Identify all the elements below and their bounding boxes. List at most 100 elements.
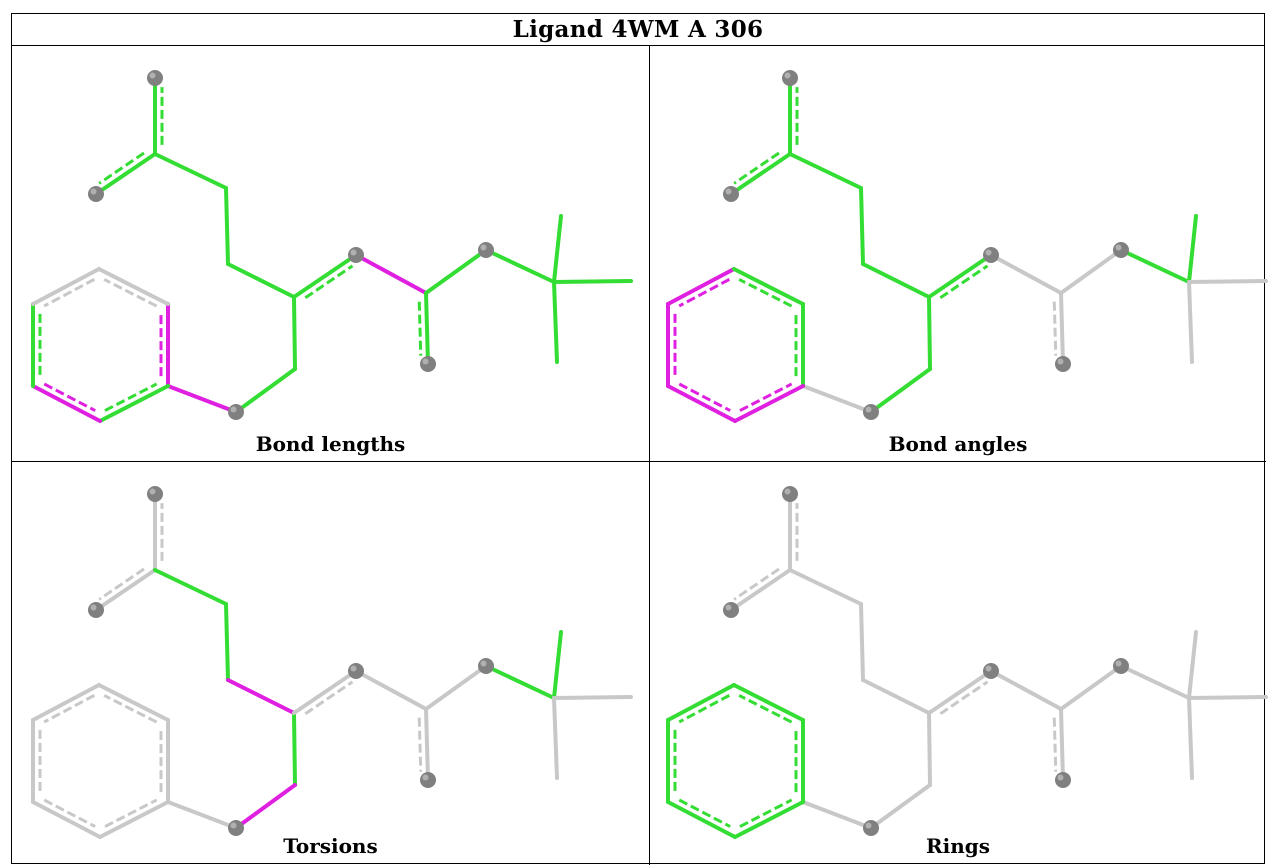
bond-c3-c4	[861, 262, 931, 299]
bond-c1-o1	[729, 568, 792, 612]
panel-torsions: Torsions	[12, 462, 649, 865]
bond-c4-n1	[927, 669, 993, 715]
bond-c11-c6	[733, 384, 805, 423]
bond-c10-c11	[666, 384, 737, 423]
atom-o2	[228, 404, 244, 420]
bond-c13-o4	[484, 664, 556, 700]
panel-caption-rings: Rings	[925, 834, 990, 858]
bond-secondary-c1-o1	[733, 151, 780, 185]
bond-c13-c14	[552, 214, 563, 284]
atom-n1	[983, 663, 999, 679]
bond-o2-c5	[869, 783, 932, 830]
bond-c3-c4	[226, 262, 296, 299]
atom-n1	[348, 663, 364, 679]
bond-c1-c2	[153, 568, 228, 606]
bond-c13-c15	[552, 695, 633, 700]
bond-c13-o4	[1119, 248, 1191, 284]
bond-c11-c6	[98, 384, 170, 423]
title-row: Ligand 4WM A 306	[12, 14, 1264, 46]
bond-secondary-c12-o3	[1052, 301, 1058, 356]
page-title: Ligand 4WM A 306	[512, 16, 764, 43]
bond-c13-c14	[1187, 630, 1198, 700]
bond-secondary-c11-c6	[104, 382, 158, 412]
bond-secondary-c1-o1	[733, 567, 780, 601]
panel-bond-lengths: Bond lengths	[12, 46, 649, 461]
atom-highlight-m1	[784, 72, 791, 79]
bond-c3-c4	[226, 678, 296, 715]
bond-c4-n1	[292, 669, 358, 715]
bond-secondary-c11-c6	[104, 798, 158, 828]
bond-secondary-c8-c9	[43, 278, 96, 308]
bond-c1-c2	[153, 152, 228, 190]
bond-secondary-c1-o1	[98, 567, 145, 601]
atom-o1	[723, 602, 739, 618]
bond-c1-c2	[788, 152, 863, 190]
bond-c4-n1	[927, 253, 993, 299]
atom-n1	[348, 247, 364, 263]
bond-c1-c2	[788, 568, 863, 606]
bond-c13-o4	[1119, 664, 1191, 700]
bond-c12-o3	[1059, 291, 1065, 366]
bond-c12-o3	[424, 707, 430, 782]
atom-highlight-o3	[1057, 774, 1064, 781]
bond-o2-c5	[234, 783, 297, 830]
atom-o4	[478, 242, 494, 258]
atom-o3	[420, 356, 436, 372]
atom-highlight-o3	[422, 358, 429, 365]
atom-highlight-o1	[90, 188, 97, 195]
atom-o4	[1113, 658, 1129, 674]
bond-secondary-c8-c9	[678, 278, 731, 308]
bond-secondary-c4-n1	[304, 680, 354, 715]
bond-c4-n1	[292, 253, 358, 299]
bond-c11-c6	[733, 800, 805, 839]
atom-highlight-m1	[784, 488, 791, 495]
report-frame: Ligand 4WM A 306 Bond lengths Bond angle…	[11, 13, 1268, 865]
bond-secondary-c4-n1	[939, 264, 989, 299]
atom-o1	[88, 602, 104, 618]
bond-secondary-c7-c8	[738, 278, 793, 308]
bond-secondary-c1-o1	[98, 151, 145, 185]
panel-rings: Rings	[650, 462, 1268, 865]
bond-c7-c8	[732, 683, 805, 722]
panel-bond-angles: Bond angles	[650, 46, 1268, 461]
atom-o4	[478, 658, 494, 674]
atom-o1	[723, 186, 739, 202]
atom-highlight-o3	[422, 774, 429, 781]
bond-c8-c9	[666, 267, 736, 306]
atom-highlight-o1	[725, 604, 732, 611]
bond-n1-c12	[989, 669, 1063, 711]
bond-c10-c11	[31, 384, 102, 423]
bond-c7-c8	[732, 267, 805, 306]
bond-secondary-c11-c6	[739, 798, 793, 828]
bond-c8-c9	[31, 683, 101, 722]
atom-highlight-o2	[865, 406, 872, 413]
molecule-diagram-bond-lengths	[31, 70, 633, 423]
atom-o3	[1055, 356, 1071, 372]
bond-c4-c5	[292, 711, 297, 787]
bond-c11-c6	[98, 800, 170, 839]
atom-highlight-n1	[350, 665, 357, 672]
bond-c1-o1	[729, 152, 792, 196]
bond-c10-c11	[666, 800, 737, 839]
bond-c13-c15	[1187, 695, 1268, 700]
bond-c12-o4	[424, 664, 488, 711]
bond-c12-o3	[424, 291, 430, 366]
panel-caption-bond-lengths: Bond lengths	[255, 432, 406, 456]
bond-secondary-c12-o3	[417, 717, 423, 772]
bond-secondary-c7-c8	[738, 694, 793, 724]
bond-n1-c12	[354, 253, 428, 295]
bond-c7-c8	[97, 267, 170, 306]
bond-secondary-c4-n1	[304, 264, 354, 299]
atom-m1	[147, 486, 163, 502]
atom-highlight-o2	[230, 406, 237, 413]
panel-caption-bond-angles: Bond angles	[888, 432, 1028, 456]
bond-secondary-c8-c9	[43, 694, 96, 724]
atom-o1	[88, 186, 104, 202]
atom-highlight-o4	[1115, 660, 1122, 667]
atom-highlight-m1	[149, 488, 156, 495]
bond-c13-c15	[552, 279, 633, 284]
bond-secondary-c12-o3	[417, 301, 423, 356]
bond-c2-c3	[224, 602, 230, 682]
molecule-diagram-bond-angles	[666, 70, 1268, 423]
atom-m1	[782, 486, 798, 502]
